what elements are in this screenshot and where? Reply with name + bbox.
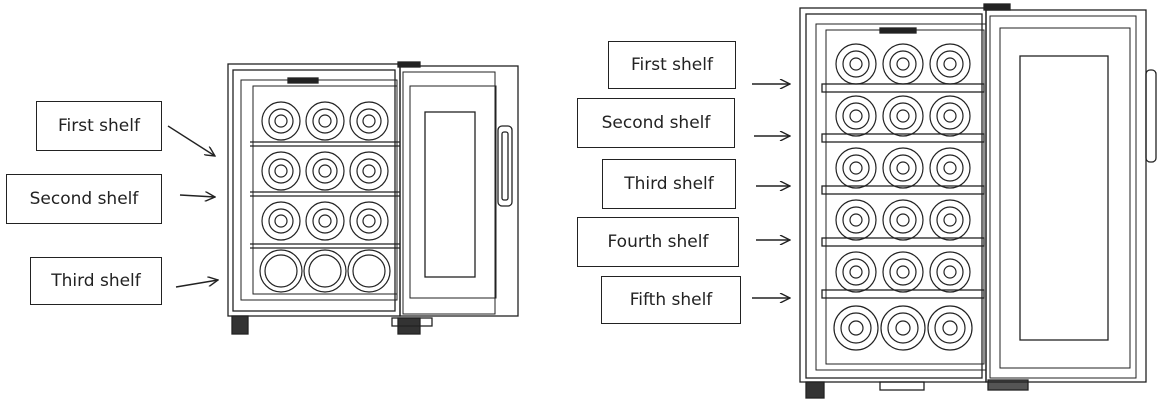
small-cooler-bottles <box>259 101 391 293</box>
arrow-first-shelf-small <box>167 125 215 156</box>
large-cooler-illustration <box>799 3 1157 399</box>
label-second-shelf-large: Second shelf <box>577 98 735 148</box>
label-fifth-shelf-large: Fifth shelf <box>601 276 741 324</box>
arrow-second-shelf-small <box>179 195 215 197</box>
label-third-shelf-small: Third shelf <box>30 257 162 305</box>
small-cooler-illustration <box>227 61 519 335</box>
label-fourth-shelf-large: Fourth shelf <box>577 217 739 267</box>
large-cooler-bottles <box>833 43 973 351</box>
label-first-shelf-small: First shelf <box>36 101 162 151</box>
label-first-shelf-large: First shelf <box>608 41 736 89</box>
label-third-shelf-large: Third shelf <box>602 159 736 209</box>
label-second-shelf-small: Second shelf <box>6 174 162 224</box>
arrow-third-shelf-small <box>175 280 218 288</box>
